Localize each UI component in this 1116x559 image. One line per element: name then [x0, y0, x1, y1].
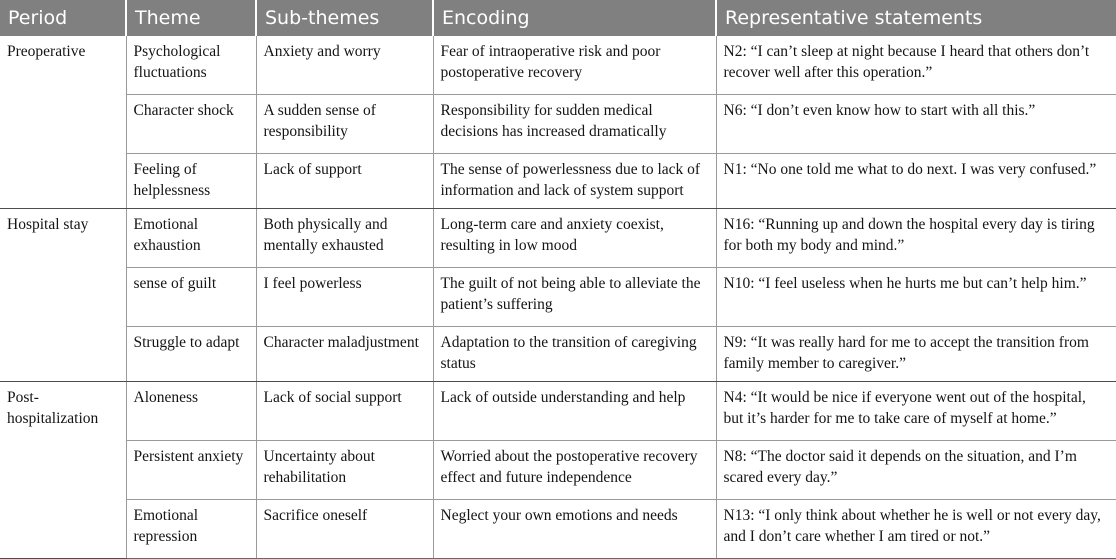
- encoding-cell: Worried about the postoperative recovery…: [433, 440, 717, 500]
- encoding-cell: Responsibility for sudden medical decisi…: [433, 94, 717, 154]
- statement-cell: N1: “No one told me what to do next. I w…: [716, 153, 1116, 209]
- table-row: Hospital stay Emotional exhaustion Both …: [0, 208, 1116, 382]
- subthemes-cell: Character maladjustment: [256, 326, 434, 382]
- statement-cell: N13: “I only think about whether he is w…: [716, 499, 1116, 559]
- column-header-period: Period: [0, 0, 127, 36]
- table-row: Post-hospitalization Aloneness Lack of s…: [0, 381, 1116, 559]
- encoding-cell: Adaptation to the transition of caregivi…: [433, 326, 717, 382]
- theme-cell: Character shock: [126, 94, 257, 154]
- theme-cell: Emotional exhaustion: [126, 208, 257, 268]
- theme-cell: Psychological fluctuations: [126, 36, 257, 95]
- subthemes-cell: Uncertainty about rehabilitation: [256, 440, 434, 500]
- subthemes-cell: Anxiety and worry: [256, 36, 434, 95]
- table-header-row: Period Theme Sub-themes Encoding Represe…: [0, 0, 1116, 36]
- table-row: Emotional repression Sacrifice oneself N…: [0, 499, 1116, 559]
- period-cell-preoperative: Preoperative: [0, 36, 127, 209]
- table-header: Period Theme Sub-themes Encoding Represe…: [0, 0, 1116, 36]
- theme-cell: Persistent anxiety: [126, 440, 257, 500]
- statement-cell: N9: “It was really hard for me to accept…: [716, 326, 1116, 382]
- column-header-encoding: Encoding: [433, 0, 717, 36]
- table-row: Struggle to adapt Character maladjustmen…: [0, 326, 1116, 382]
- subthemes-cell: Lack of social support: [256, 381, 434, 441]
- theme-cell: Emotional repression: [126, 499, 257, 559]
- table-row: sense of guilt I feel powerless The guil…: [0, 267, 1116, 327]
- subthemes-cell: Both physically and mentally exhausted: [256, 208, 434, 268]
- encoding-cell: The guilt of not being able to alleviate…: [433, 267, 717, 327]
- column-header-representative-statements: Representative statements: [725, 6, 983, 29]
- table-row: Preoperative Psychological fluctuations …: [0, 36, 1116, 209]
- subthemes-cell: I feel powerless: [256, 267, 434, 327]
- statement-cell: N4: “It would be nice if everyone went o…: [716, 381, 1116, 441]
- encoding-cell: Long-term care and anxiety coexist, resu…: [433, 208, 717, 268]
- encoding-cell: Lack of outside understanding and help: [433, 381, 717, 441]
- subthemes-cell: Sacrifice oneself: [256, 499, 434, 559]
- theme-cell: Aloneness: [126, 381, 257, 441]
- statement-cell: N16: “Running up and down the hospital e…: [716, 208, 1116, 268]
- encoding-cell: Fear of intraoperative risk and poor pos…: [433, 36, 717, 95]
- theme-cell: sense of guilt: [126, 267, 257, 327]
- period-cell-hospital-stay: Hospital stay: [0, 208, 127, 382]
- statement-cell: N2: “I can’t sleep at night because I he…: [716, 36, 1116, 95]
- column-header-sub-themes: Sub-themes: [256, 0, 434, 36]
- theme-cell: Struggle to adapt: [126, 326, 257, 382]
- statement-cell: N10: “I feel useless when he hurts me bu…: [716, 267, 1116, 327]
- period-cell-post-hospitalization: Post-hospitalization: [0, 381, 127, 559]
- statement-cell: N8: “The doctor said it depends on the s…: [716, 440, 1116, 500]
- table-body: Preoperative Psychological fluctuations …: [0, 36, 1116, 559]
- table-row: Persistent anxiety Uncertainty about reh…: [0, 440, 1116, 500]
- column-header-theme: Theme: [126, 0, 257, 36]
- theme-cell: Feeling of helplessness: [126, 153, 257, 209]
- subthemes-cell: A sudden sense of responsibility: [256, 94, 434, 154]
- table-row: Character shock A sudden sense of respon…: [0, 94, 1116, 154]
- table-row: Feeling of helplessness Lack of support …: [0, 153, 1116, 209]
- subthemes-cell: Lack of support: [256, 153, 434, 209]
- encoding-cell: Neglect your own emotions and needs: [433, 499, 717, 559]
- encoding-cell: The sense of powerlessness due to lack o…: [433, 153, 717, 209]
- statement-cell: N6: “I don’t even know how to start with…: [716, 94, 1116, 154]
